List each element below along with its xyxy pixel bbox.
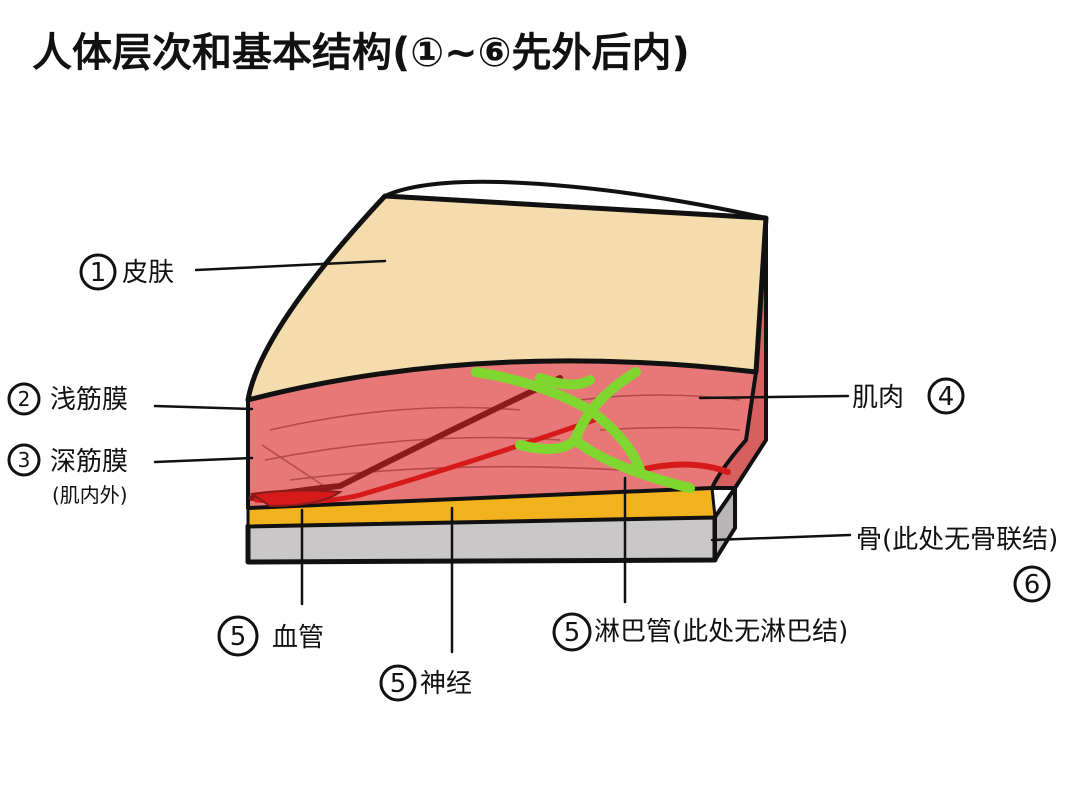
- label-bone-num: 6: [1024, 570, 1041, 600]
- number-badge: [927, 377, 965, 415]
- leader-skin: [194, 259, 387, 272]
- number-badge: [79, 253, 117, 291]
- label-nerve: 5 神经: [379, 664, 472, 702]
- label-bone-text: 骨(此处无骨联结): [856, 525, 1058, 555]
- label-lymph: 5 淋巴管(此处无淋巴结): [552, 612, 848, 652]
- label-superficial-fascia: 2 浅筋膜: [7, 382, 128, 416]
- label-lymph-num: 5: [564, 618, 581, 648]
- number-badge: [7, 443, 41, 477]
- label-deep-fascia-note: (肌内外): [52, 483, 128, 507]
- leader-bone: [710, 533, 852, 542]
- number-badge: [1013, 565, 1051, 603]
- label-muscle-text: 肌肉: [852, 383, 904, 413]
- number-badge: [552, 612, 592, 652]
- number-badge: [7, 382, 41, 416]
- skin-layer: [245, 193, 769, 403]
- label-deep-fascia-text: 深筋膜: [50, 447, 128, 477]
- label-skin: 1 皮肤: [79, 253, 174, 291]
- label-deep-fascia: 3 深筋膜 (肌内外): [7, 443, 128, 507]
- leader-lines: [153, 259, 852, 654]
- blood-vessel-end: [249, 489, 343, 508]
- label-nerve-num: 5: [390, 669, 407, 699]
- label-blood-vessel-num: 5: [230, 622, 247, 652]
- label-superficial-fascia-text: 浅筋膜: [50, 385, 128, 415]
- label-skin-num: 1: [90, 258, 107, 288]
- label-muscle-num: 4: [938, 382, 955, 412]
- tissue-block: [245, 179, 769, 565]
- leader-superficial-fascia: [153, 404, 254, 411]
- lymph-vessels: [471, 367, 695, 493]
- blood-vessel-right: [637, 461, 731, 475]
- label-blood-vessel-text: 血管: [272, 623, 324, 653]
- label-muscle: 肌肉 4: [852, 377, 965, 415]
- leader-muscle: [698, 394, 850, 400]
- leader-deep-fascia: [153, 456, 254, 464]
- number-badge: [379, 664, 417, 702]
- label-blood-vessel: 5 血管: [217, 615, 324, 657]
- number-badge: [217, 615, 259, 657]
- label-bone: 骨(此处无骨联结) 6: [856, 525, 1058, 603]
- label-deep-fascia-num: 3: [18, 448, 31, 472]
- bone-side: [713, 486, 737, 562]
- label-nerve-text: 神经: [420, 669, 472, 699]
- label-skin-text: 皮肤: [122, 258, 174, 288]
- label-superficial-fascia-num: 2: [18, 387, 31, 411]
- label-lymph-text: 淋巴管(此处无淋巴结): [594, 617, 848, 647]
- page-title: 人体层次和基本结构(①~⑥先外后内): [32, 30, 690, 76]
